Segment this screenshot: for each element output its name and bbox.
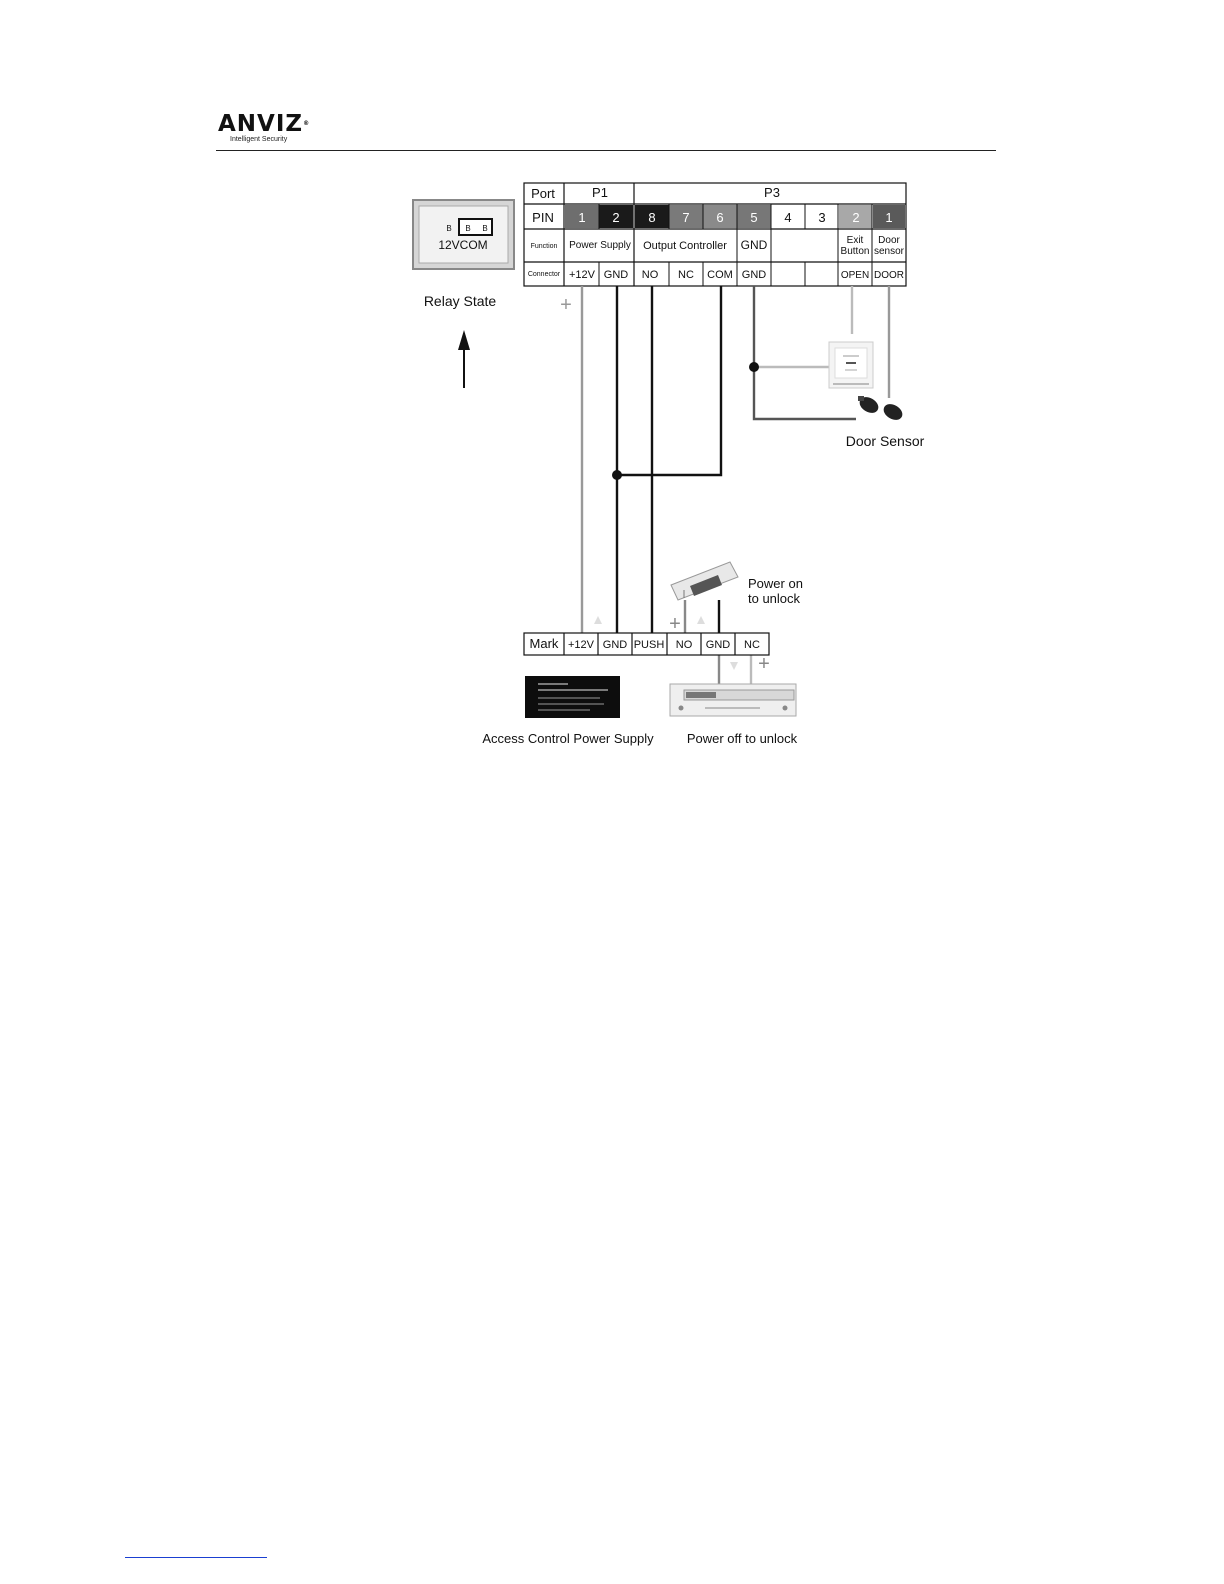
- mark-cell-gnd-2: GND: [706, 639, 731, 651]
- power-supply-label: Access Control Power Supply: [482, 731, 654, 746]
- connector-door: DOOR: [874, 270, 904, 281]
- mark-cell-no: NO: [676, 639, 693, 651]
- row-label-pin: PIN: [532, 210, 554, 225]
- mark-cell-push: PUSH: [634, 639, 665, 651]
- door-sensor-label: Door Sensor: [846, 433, 925, 449]
- function-output-controller: Output Controller: [643, 240, 727, 252]
- port-p3: P3: [764, 185, 780, 200]
- port-p1: P1: [592, 185, 608, 200]
- footer-link-underline: [125, 1557, 267, 1558]
- arrow-up-icon: [594, 616, 602, 624]
- pin-3: 3: [818, 210, 825, 225]
- plus-sign: +: [560, 294, 572, 316]
- plus-sign: +: [669, 613, 681, 635]
- pin-2-p3: 2: [852, 210, 859, 225]
- mark-table-text: Mark +12V GND PUSH NO GND NC: [530, 636, 760, 651]
- row-label-connector: Connector: [528, 271, 561, 278]
- function-gnd: GND: [741, 238, 768, 252]
- power-on-label-line1: Power on: [748, 576, 803, 591]
- brand-tagline: Intelligent Security: [230, 136, 288, 143]
- relay-state-label: Relay State: [424, 293, 497, 309]
- relay-pin-1: B: [446, 224, 451, 233]
- relay-jumper: B B B 12VCOM: [412, 199, 515, 270]
- port-table: [523, 182, 907, 287]
- pin-2-p1: 2: [612, 210, 619, 225]
- row-label-port: Port: [531, 186, 555, 201]
- arrow-up-icon: [458, 330, 470, 388]
- connector-nc: NC: [678, 269, 694, 281]
- function-power-supply: Power Supply: [569, 240, 631, 251]
- electric-strike-icon: [670, 561, 739, 601]
- pin-5: 5: [750, 210, 757, 225]
- junction-dot: [612, 470, 622, 480]
- relay-label: 12VCOM: [438, 238, 487, 252]
- power-off-label: Power off to unlock: [687, 731, 798, 746]
- table-dividers: [598, 204, 873, 286]
- row-label-function: Function: [531, 243, 558, 250]
- pin-6: 6: [716, 210, 723, 225]
- relay-pin-3: B: [482, 224, 487, 233]
- function-button: Button: [841, 246, 870, 257]
- pin-4: 4: [784, 210, 791, 225]
- exit-button-icon: [828, 341, 874, 389]
- pin-1-p1: 1: [578, 210, 585, 225]
- arrow-up-icon: [697, 616, 705, 624]
- connector-12v: +12V: [569, 269, 596, 281]
- anviz-logo: ANVIZ® Intelligent Security: [218, 112, 310, 143]
- pin-1-p3: 1: [885, 210, 892, 225]
- wires: [580, 286, 891, 686]
- mark-cell-12v: +12V: [568, 639, 595, 651]
- pin-cells: [565, 205, 905, 228]
- mark-table: [523, 632, 770, 656]
- port-table-text: Port PIN Function Connector P1 P3 1 2 8 …: [528, 185, 905, 281]
- mark-cell-nc: NC: [744, 639, 760, 651]
- connector-gnd-p1: GND: [604, 269, 629, 281]
- plus-sign: +: [758, 653, 770, 675]
- function-sensor: sensor: [874, 246, 905, 257]
- connector-no: NO: [642, 269, 659, 281]
- door-sensor-icon: [858, 396, 903, 420]
- pin-7: 7: [682, 210, 689, 225]
- function-exit: Exit: [847, 235, 864, 246]
- brand-name: ANVIZ®: [218, 111, 311, 137]
- power-on-label-line2: to unlock: [748, 591, 801, 606]
- junction-dot: [749, 362, 759, 372]
- bolt-lock-icon: [669, 683, 797, 717]
- connector-gnd-p3: GND: [742, 269, 767, 281]
- relay-pin-2: B: [465, 224, 470, 233]
- arrow-down-icon: [730, 662, 738, 670]
- connector-open: OPEN: [841, 270, 869, 281]
- function-door: Door: [878, 235, 900, 246]
- mark-cell-gnd: GND: [603, 639, 628, 651]
- mark-label: Mark: [530, 636, 559, 651]
- connector-com: COM: [707, 269, 733, 281]
- header-divider: [216, 150, 996, 151]
- power-supply-icon: [525, 676, 620, 718]
- pin-8: 8: [648, 210, 655, 225]
